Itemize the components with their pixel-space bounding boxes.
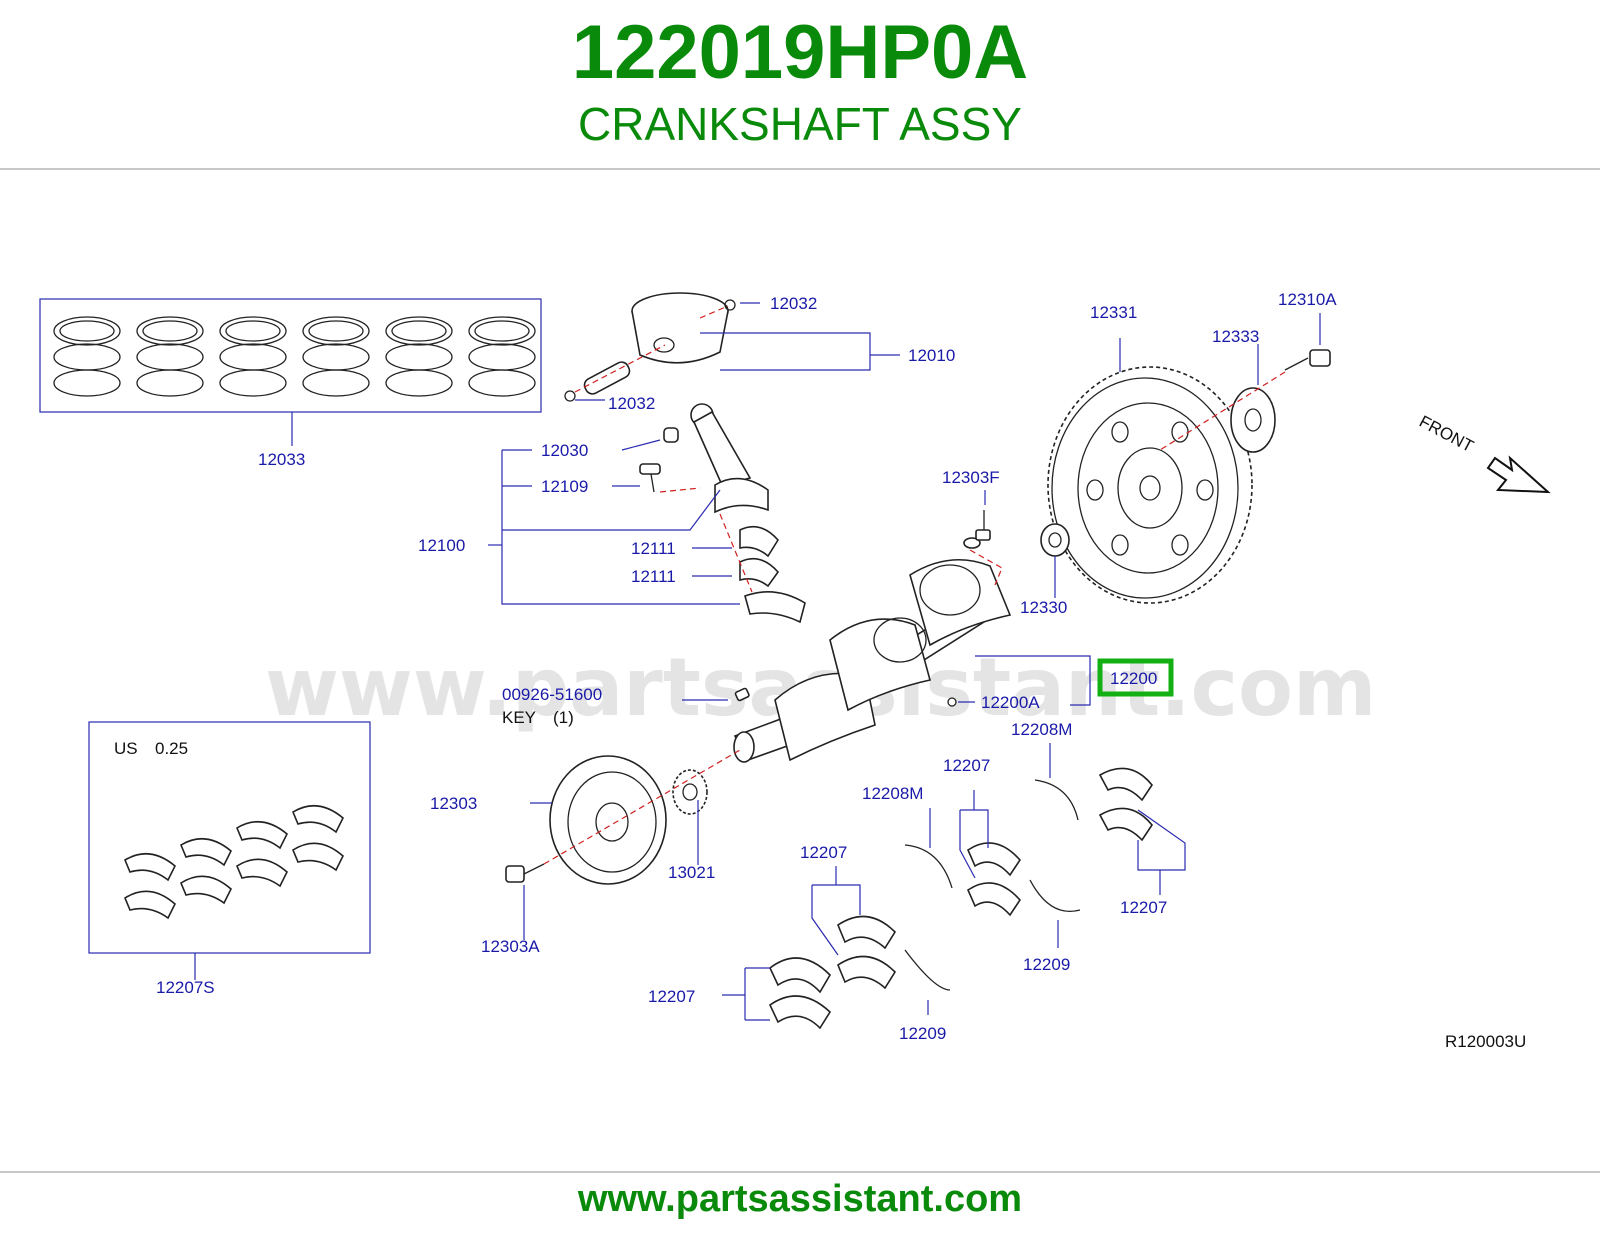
label-thrust-m1[interactable]: 12208M (1011, 720, 1072, 739)
piston-drawing (564, 292, 900, 402)
label-pulley-bolt[interactable]: 12303A (481, 937, 540, 956)
crankshaft-highlight[interactable]: 12200 (1097, 658, 1174, 697)
label-crankshaft[interactable]: 12200 (1110, 669, 1157, 688)
piston-rings-group (39, 298, 542, 446)
label-flywheel-bolt[interactable]: 12310A (1278, 290, 1337, 309)
footer-site-url[interactable]: www.partsassistant.com (577, 1178, 1023, 1220)
label-main-bearing-4[interactable]: 12207 (648, 987, 695, 1006)
label-undersize-set[interactable]: 12207S (156, 978, 215, 997)
parts-diagram: www.partsassistant.com 12033 12032 12032 (22, 272, 1578, 1076)
part-number-title: 122019HP0A (571, 10, 1029, 95)
drawing-code: R120003U (1445, 1032, 1526, 1051)
flywheel-drawing (1047, 313, 1331, 604)
label-pin-clip-bottom[interactable]: 12032 (608, 394, 655, 413)
label-thrust-m2[interactable]: 12208M (862, 784, 923, 803)
label-main-bearing-1[interactable]: 12207 (943, 756, 990, 775)
diagram-panel (22, 272, 1578, 1076)
label-bearing-upper[interactable]: 12111 (631, 539, 676, 558)
label-bearing-lower[interactable]: 12111 (631, 567, 676, 586)
label-plate[interactable]: 12333 (1212, 327, 1259, 346)
undersize-bearings-group (88, 721, 371, 980)
label-crank-plug[interactable]: 12200A (981, 693, 1040, 712)
label-thrust-1[interactable]: 12209 (1023, 955, 1070, 974)
label-main-bearing-3[interactable]: 12207 (1120, 898, 1167, 917)
label-flywheel[interactable]: 12331 (1090, 303, 1137, 322)
connecting-rod-drawing (488, 403, 806, 624)
label-pin-clip-top[interactable]: 12032 (770, 294, 817, 313)
pulley-drawing (505, 749, 741, 940)
main-bearings-drawing (722, 743, 1186, 1030)
label-conrod-bushing[interactable]: 12030 (541, 441, 588, 460)
label-main-bearing-2[interactable]: 12207 (800, 843, 847, 862)
label-key-qty: (1) (553, 708, 574, 727)
label-key-part[interactable]: 00926-51600 (502, 685, 602, 704)
label-key-text: KEY (502, 708, 536, 727)
label-sprocket[interactable]: 13021 (668, 863, 715, 882)
header-divider (0, 168, 1600, 170)
label-thrust-2[interactable]: 12209 (899, 1024, 946, 1043)
label-conrod-bolt[interactable]: 12109 (541, 477, 588, 496)
crankshaft-drawing (682, 490, 1091, 763)
label-dowel[interactable]: 12303F (942, 468, 1000, 487)
label-rings[interactable]: 12033 (258, 450, 305, 469)
label-piston[interactable]: 12010 (908, 346, 955, 365)
footer-divider (0, 1171, 1600, 1173)
label-undersize-title: US (114, 739, 138, 758)
label-undersize-value: 0.25 (155, 739, 188, 758)
label-conrod-assy[interactable]: 12100 (418, 536, 465, 555)
label-pulley[interactable]: 12303 (430, 794, 477, 813)
label-pilot[interactable]: 12330 (1020, 598, 1067, 617)
part-name-subtitle: CRANKSHAFT ASSY (578, 98, 1022, 150)
